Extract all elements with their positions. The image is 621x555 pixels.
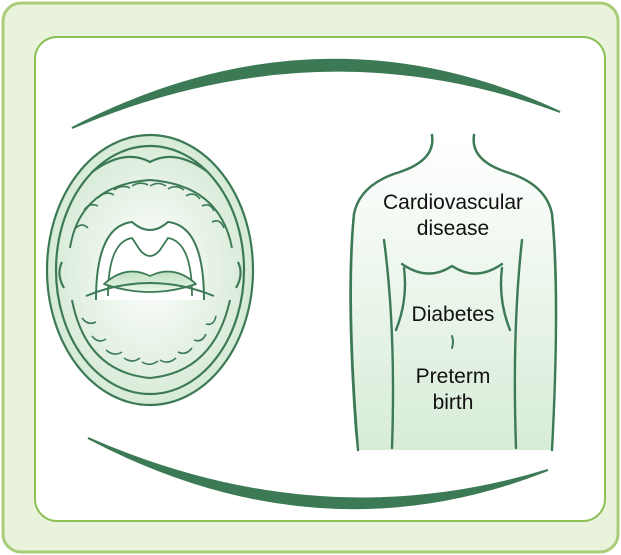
- label-preterm-birth: Preterm birth: [353, 364, 553, 416]
- mouth-illustration: [47, 135, 253, 405]
- label-diabetes: Diabetes: [353, 302, 553, 328]
- label-cardiovascular-disease: Cardiovascular disease: [353, 190, 553, 242]
